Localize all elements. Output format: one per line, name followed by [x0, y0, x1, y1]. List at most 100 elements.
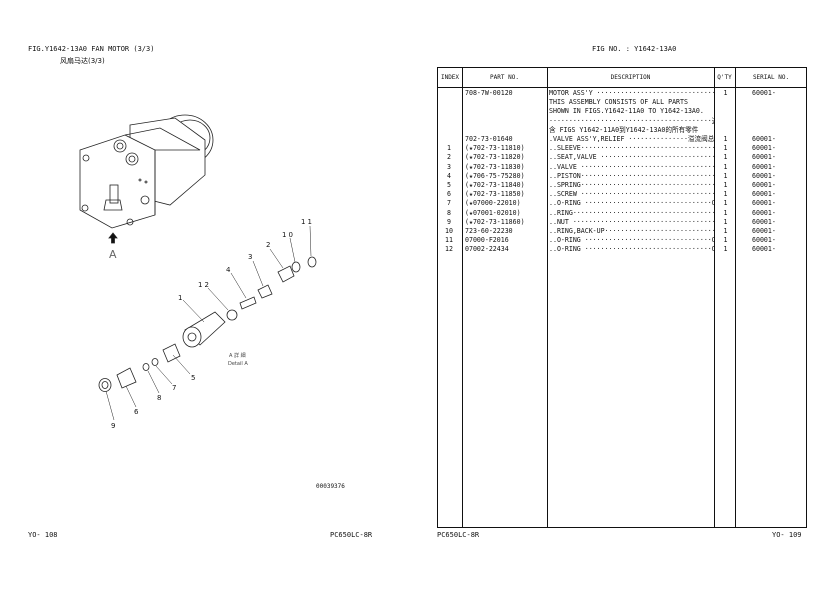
relief-valve-parts	[98, 256, 317, 392]
cell-part-no: (★702-73-11830)	[465, 162, 525, 171]
cell-description: ..NUT ··································…	[549, 217, 715, 226]
cell-index: 10	[445, 227, 453, 235]
table-row: 8(★07001-02010)..RING···················…	[438, 209, 806, 218]
table-row: 4(★706-75-75280)..PISTON················…	[438, 172, 806, 181]
table-row: 3(★702-73-11830)..VALVE ················…	[438, 163, 806, 172]
cell-part-no: (★706-75-75280)	[465, 171, 525, 180]
fan-motor-body	[79, 114, 214, 229]
header-part-no: PART NO.	[490, 74, 519, 81]
cell-description: ..SCREW ································…	[549, 190, 715, 199]
right-page-model: PC650LC-8R	[437, 531, 480, 539]
cell-index: 5	[447, 181, 451, 189]
cell-index: 4	[447, 171, 451, 180]
table-row: SHOWN IN FIGS.Y1642-11A0 TO Y1642-13A0.	[438, 107, 806, 116]
callout-8: 8	[157, 394, 161, 402]
cell-serial: 60001-	[752, 181, 776, 189]
cell-part-no: (★702-73-11850)	[465, 190, 525, 199]
cell-description: SHOWN IN FIGS.Y1642-11A0 TO Y1642-13A0.	[549, 107, 704, 116]
callout-6: 6	[134, 408, 139, 416]
cell-description: ..VALVE ································…	[549, 162, 715, 171]
cell-serial: 60001-	[752, 171, 776, 180]
cell-qty: 1	[723, 245, 728, 254]
cell-index: 12	[445, 245, 453, 254]
cell-description: ..O-RING ·······························…	[549, 199, 715, 208]
right-page-number: YO- 109	[772, 531, 802, 539]
cell-serial: 60001-	[752, 236, 776, 245]
cell-description: ..O-RING ·······························…	[549, 245, 715, 254]
cell-qty: 1	[723, 227, 728, 235]
table-row: THIS ASSEMBLY CONSISTS OF ALL PARTS	[438, 98, 806, 107]
cell-description: ..RING,BACK-UP··························…	[549, 227, 715, 235]
cell-description: .VALVE ASS'Y,RELIEF ···············溢流阀总成	[549, 135, 715, 143]
header-description: DESCRIPTION	[610, 74, 651, 81]
left-page-model: PC650LC-8R	[330, 531, 373, 539]
cell-part-no: (★07001-02010)	[465, 208, 521, 217]
exploded-parts-diagram: 1 2 3 4 5 6 7 8 9 10 11 12 A A 詳 細 Detai…	[79, 114, 317, 430]
cell-serial: 60001-	[752, 153, 776, 162]
cell-serial: 60001-	[752, 135, 776, 143]
table-row: 含 FIGS Y1642-11A0到Y1642-13A0的所有零件	[438, 126, 806, 135]
fig-number: FIG NO. : Y1642-13A0	[592, 45, 677, 53]
cell-serial: 60001-	[752, 89, 776, 97]
callout-leaders	[105, 225, 312, 421]
callout-12: 12	[198, 281, 211, 289]
cell-part-no: (★702-73-11860)	[465, 217, 525, 226]
cell-description: ..SPRING································…	[549, 181, 715, 189]
callout-10: 10	[282, 231, 295, 239]
callout-2: 2	[266, 241, 270, 249]
view-label: A	[109, 248, 117, 261]
cell-description: MOTOR ASS'Y ····························…	[549, 89, 715, 97]
figure-title: FIG.Y1642-13A0 FAN MOTOR (3/3)	[28, 45, 155, 53]
cell-description: ..O-RING ·······························…	[549, 236, 715, 245]
cell-part-no: 07000-F2016	[465, 236, 509, 245]
cell-qty: 1	[723, 135, 728, 143]
figure-title-chinese: 风扇马达(3/3)	[60, 57, 105, 65]
table-row: 9 (★702-73-11860) ..NUT ··················…	[438, 218, 806, 227]
cell-qty: 1	[723, 199, 728, 208]
cell-serial: 60001-	[752, 144, 776, 153]
table-row: 5 (★702-73-11840) ..SPRING················…	[438, 181, 806, 190]
cell-serial: 60001-	[752, 162, 776, 171]
callout-3: 3	[248, 253, 252, 261]
cell-part-no: (★702-73-11820)	[465, 153, 525, 162]
cell-description: ..SEAT,VALVE ···························…	[549, 153, 715, 162]
cell-index: 11	[445, 236, 453, 245]
callout-9: 9	[111, 422, 115, 430]
cell-description: ········································…	[549, 116, 715, 125]
cell-qty: 1	[723, 153, 728, 162]
detail-label-en: Detail A	[228, 361, 248, 367]
callout-11: 11	[301, 218, 314, 226]
cell-qty: 1	[723, 190, 728, 199]
callout-5: 5	[191, 374, 195, 382]
cell-description: ..RING··································…	[549, 208, 715, 217]
cell-part-no: (★702-73-11840)	[465, 181, 525, 189]
cell-qty: 1	[723, 162, 728, 171]
cell-description: THIS ASSEMBLY CONSISTS OF ALL PARTS	[549, 98, 688, 107]
table-row: 702-73-01640 .VALVE ASS'Y,RELIEF ········…	[438, 135, 806, 144]
header-qty: Q'TY	[717, 74, 732, 81]
cell-qty: 1	[723, 181, 728, 189]
drawing-id: 00039376	[316, 483, 345, 490]
view-arrow-icon	[108, 232, 118, 244]
cell-qty: 1	[723, 171, 728, 180]
cell-serial: 60001-	[752, 227, 776, 235]
table-header: INDEX PART NO. DESCRIPTION Q'TY SERIAL N…	[438, 68, 806, 88]
table-row: ········································…	[438, 117, 806, 126]
callout-4: 4	[226, 266, 231, 274]
cell-qty: 1	[723, 217, 728, 226]
cell-serial: 60001-	[752, 217, 776, 226]
cell-index: 6	[447, 190, 451, 199]
table-row: 11 07000-F2016 ..O-RING ··················…	[438, 236, 806, 245]
cell-index: 9	[447, 217, 451, 226]
cell-description: 含 FIGS Y1642-11A0到Y1642-13A0的所有零件	[549, 125, 699, 134]
callout-7: 7	[172, 384, 176, 392]
cell-index: 7	[447, 199, 451, 208]
parts-table: INDEX PART NO. DESCRIPTION Q'TY SERIAL N…	[437, 67, 807, 528]
cell-part-no: 702-73-01640	[465, 135, 513, 143]
cell-serial: 60001-	[752, 245, 776, 254]
cell-index: 2	[447, 153, 451, 162]
callout-1: 1	[178, 294, 182, 302]
